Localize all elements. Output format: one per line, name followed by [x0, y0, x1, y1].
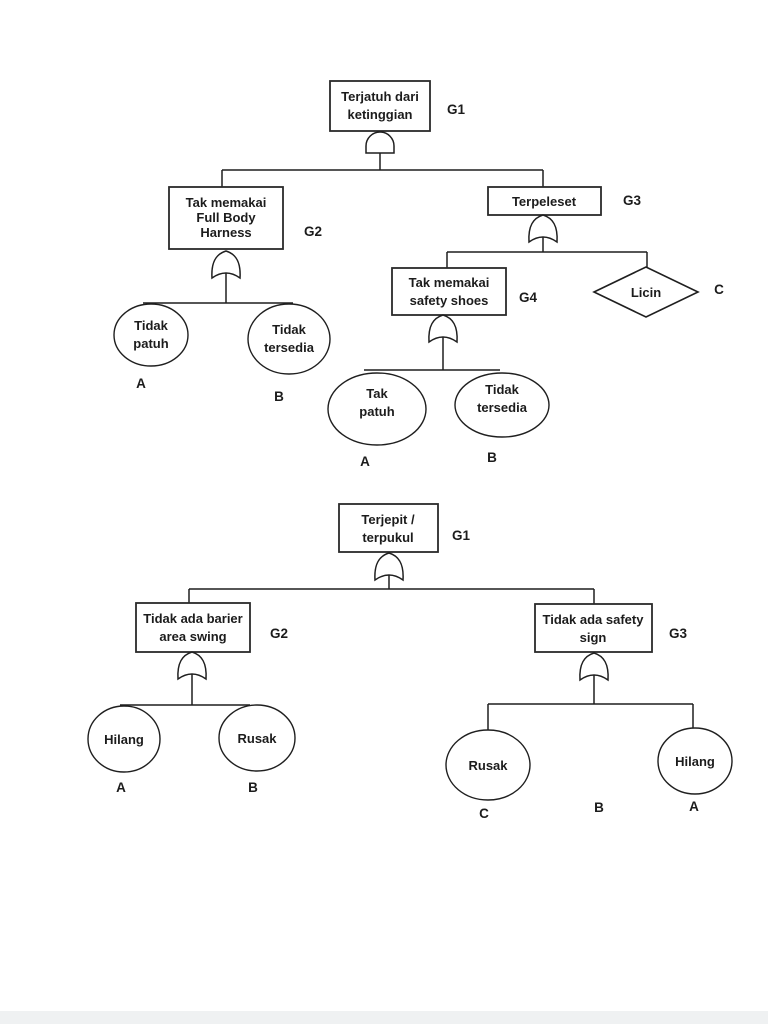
tree1-event-tak-patuh-line1: Tak	[366, 386, 388, 401]
tree2-event-rusak-text: Rusak	[237, 731, 277, 746]
tree1-g1-label: G1	[447, 102, 466, 117]
tree1-g3-box	[487, 186, 602, 216]
tree1-licin-diamond	[592, 266, 700, 318]
tree1-connectors	[143, 153, 648, 371]
tree2-event-hilang-circle	[87, 705, 161, 773]
tree1-event-tidak-tersedia-line1: Tidak	[272, 322, 306, 337]
tree2-g2-box	[135, 602, 251, 653]
tree1-g4-label: G4	[519, 290, 538, 305]
tree1-event-tidak-tersedia-circle	[247, 303, 331, 375]
tree2-g3-text-line2: sign	[580, 630, 607, 645]
tree2-event-hilang2-text: Hilang	[675, 754, 715, 769]
tree1-event-tidak-tersedia2-circle	[454, 372, 550, 438]
tree1-g1-text-line2: ketinggian	[347, 107, 412, 122]
tree1-g4-text-line2: safety shoes	[410, 293, 489, 308]
tree2-event-hilang2-circle	[657, 727, 733, 795]
tree2-g1-box	[338, 503, 439, 553]
tree2-event-rusak-circle	[218, 704, 296, 772]
page-bottom-strip	[0, 1011, 768, 1024]
tree2-g2-label: G2	[270, 626, 288, 641]
tree2-event-hilang-text: Hilang	[104, 732, 144, 747]
tree1-licin-label: C	[714, 282, 724, 297]
tree1-event-tak-patuh-line2: patuh	[359, 404, 394, 419]
tree2-g1-text-line1: Terjepit /	[361, 512, 415, 527]
tree1-event-tidak-tersedia2-line1: Tidak	[485, 382, 519, 397]
fault-tree-2: Terjepit / terpukul G1 Tidak ada barier …	[87, 503, 733, 821]
fault-tree-1: Terjatuh dari ketinggian G1 Tak memakai …	[113, 80, 724, 469]
tree2-g3-label: G3	[669, 626, 688, 641]
tree1-event-tidak-patuh-circle	[113, 303, 189, 367]
or-gate-icon	[177, 651, 207, 681]
tree2-event-rusak2-circle	[445, 729, 531, 801]
tree2-event-rusak-label: B	[248, 780, 258, 795]
tree2-event-hilang2-label: A	[689, 799, 699, 814]
tree1-event-tak-patuh-label: A	[360, 454, 370, 469]
tree1-event-tidak-patuh-line2: patuh	[133, 336, 168, 351]
tree2-g1-label: G1	[452, 528, 471, 543]
tree2-event-hilang-label: A	[116, 780, 126, 795]
tree1-event-tak-patuh-circle	[327, 372, 427, 446]
or-gate-icon	[428, 314, 458, 344]
tree1-g2-text-line3: Harness	[200, 225, 251, 240]
or-gate-icon	[211, 250, 241, 280]
tree1-g3-text: Terpeleset	[512, 194, 577, 209]
tree1-g4-box	[391, 267, 507, 316]
or-gate-icon	[528, 214, 558, 244]
tree1-event-tidak-tersedia-line2: tersedia	[264, 340, 315, 355]
tree1-g2-text-line1: Tak memakai	[186, 195, 267, 210]
tree1-g2-label: G2	[304, 224, 322, 239]
tree1-event-tidak-tersedia2-label: B	[487, 450, 497, 465]
tree1-licin-text: Licin	[631, 285, 661, 300]
tree2-event-rusak2-label: C	[479, 806, 489, 821]
tree1-g1-text-line1: Terjatuh dari	[341, 89, 419, 104]
tree2-g3-box	[534, 603, 653, 653]
tree1-g1-box	[329, 80, 431, 132]
tree2-connectors	[120, 574, 694, 731]
tree2-g2-text-line2: area swing	[159, 629, 226, 644]
tree1-g4-text-line1: Tak memakai	[409, 275, 490, 290]
or-gate-icon	[579, 652, 609, 682]
tree1-event-tidak-tersedia-label: B	[274, 389, 284, 404]
tree2-g2-text-line1: Tidak ada barier	[143, 611, 242, 626]
tree1-event-tidak-patuh-label: A	[136, 376, 146, 391]
tree1-event-tidak-tersedia2-line2: tersedia	[477, 400, 528, 415]
tree2-g3-text-line1: Tidak ada safety	[543, 612, 645, 627]
tree2-floating-label-b: B	[594, 800, 604, 815]
and-gate-icon	[365, 131, 395, 154]
tree1-g2-text-line2: Full Body	[196, 210, 256, 225]
or-gate-icon	[374, 552, 404, 582]
tree1-event-tidak-patuh-line1: Tidak	[134, 318, 168, 333]
tree1-g3-label: G3	[623, 193, 642, 208]
tree1-g2-box	[168, 186, 284, 250]
tree2-event-rusak2-text: Rusak	[468, 758, 508, 773]
tree2-g1-text-line2: terpukul	[362, 530, 413, 545]
